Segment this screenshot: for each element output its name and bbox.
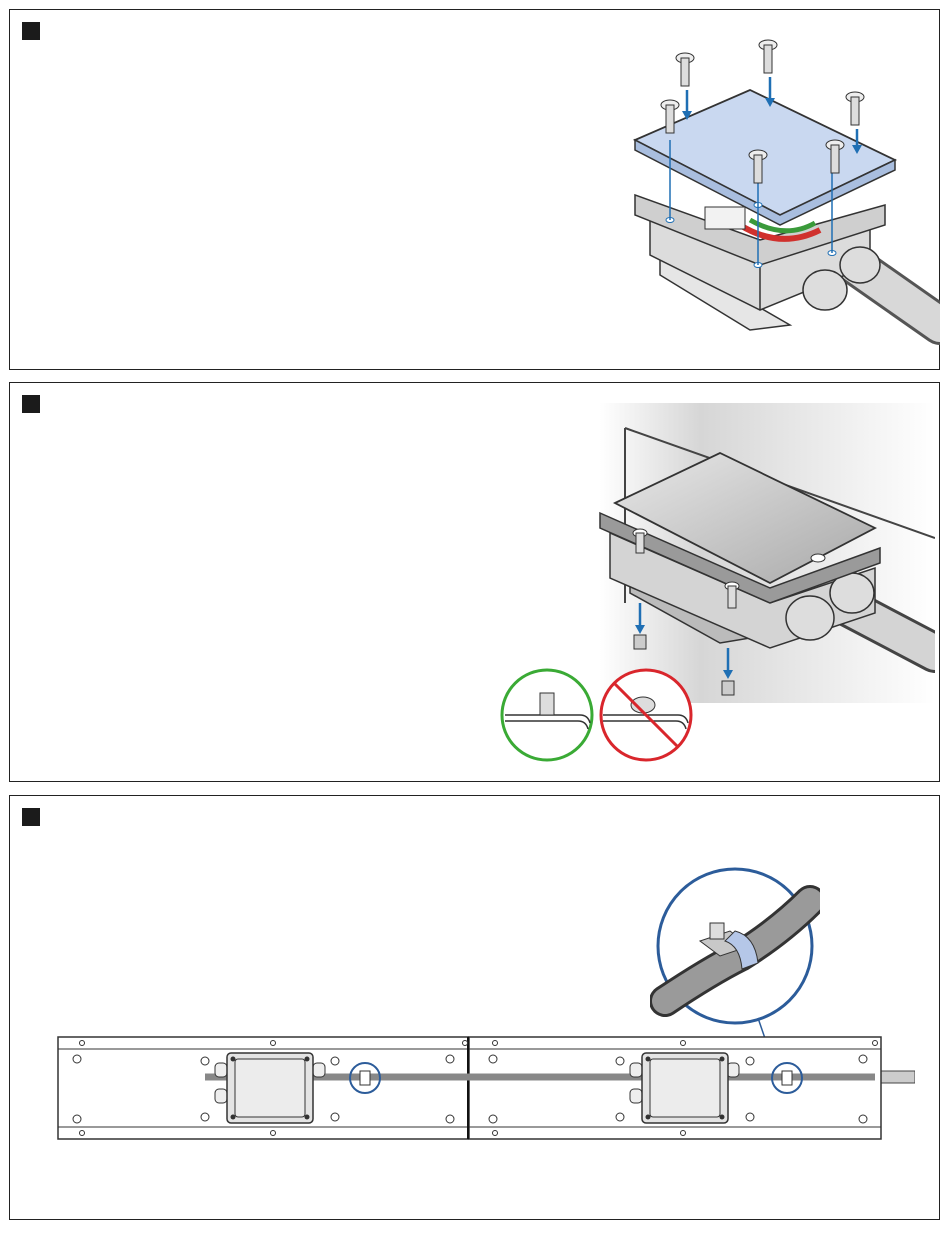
step-2-marker bbox=[22, 395, 40, 413]
step-3-panel bbox=[9, 795, 940, 1220]
junction-box-1 bbox=[215, 1053, 325, 1123]
wall-mount-illustration bbox=[480, 403, 935, 773]
step-1-panel bbox=[9, 9, 940, 370]
anchor-nut-icon bbox=[634, 635, 646, 649]
step-1-marker bbox=[22, 22, 40, 40]
step-3-marker bbox=[22, 808, 40, 826]
screw-icon bbox=[759, 40, 777, 73]
screw-icon bbox=[846, 92, 864, 125]
correct-circle-icon bbox=[502, 670, 592, 760]
junction-box-2 bbox=[630, 1053, 739, 1123]
channel-rail-top-view bbox=[55, 1031, 915, 1146]
step-2-panel bbox=[9, 382, 940, 782]
screw-icon bbox=[676, 53, 694, 86]
cable-clamp-detail bbox=[650, 861, 820, 1031]
cover-assembly-illustration bbox=[610, 25, 940, 365]
anchor-nut-icon bbox=[722, 681, 734, 695]
prohibited-circle-icon bbox=[601, 670, 691, 760]
